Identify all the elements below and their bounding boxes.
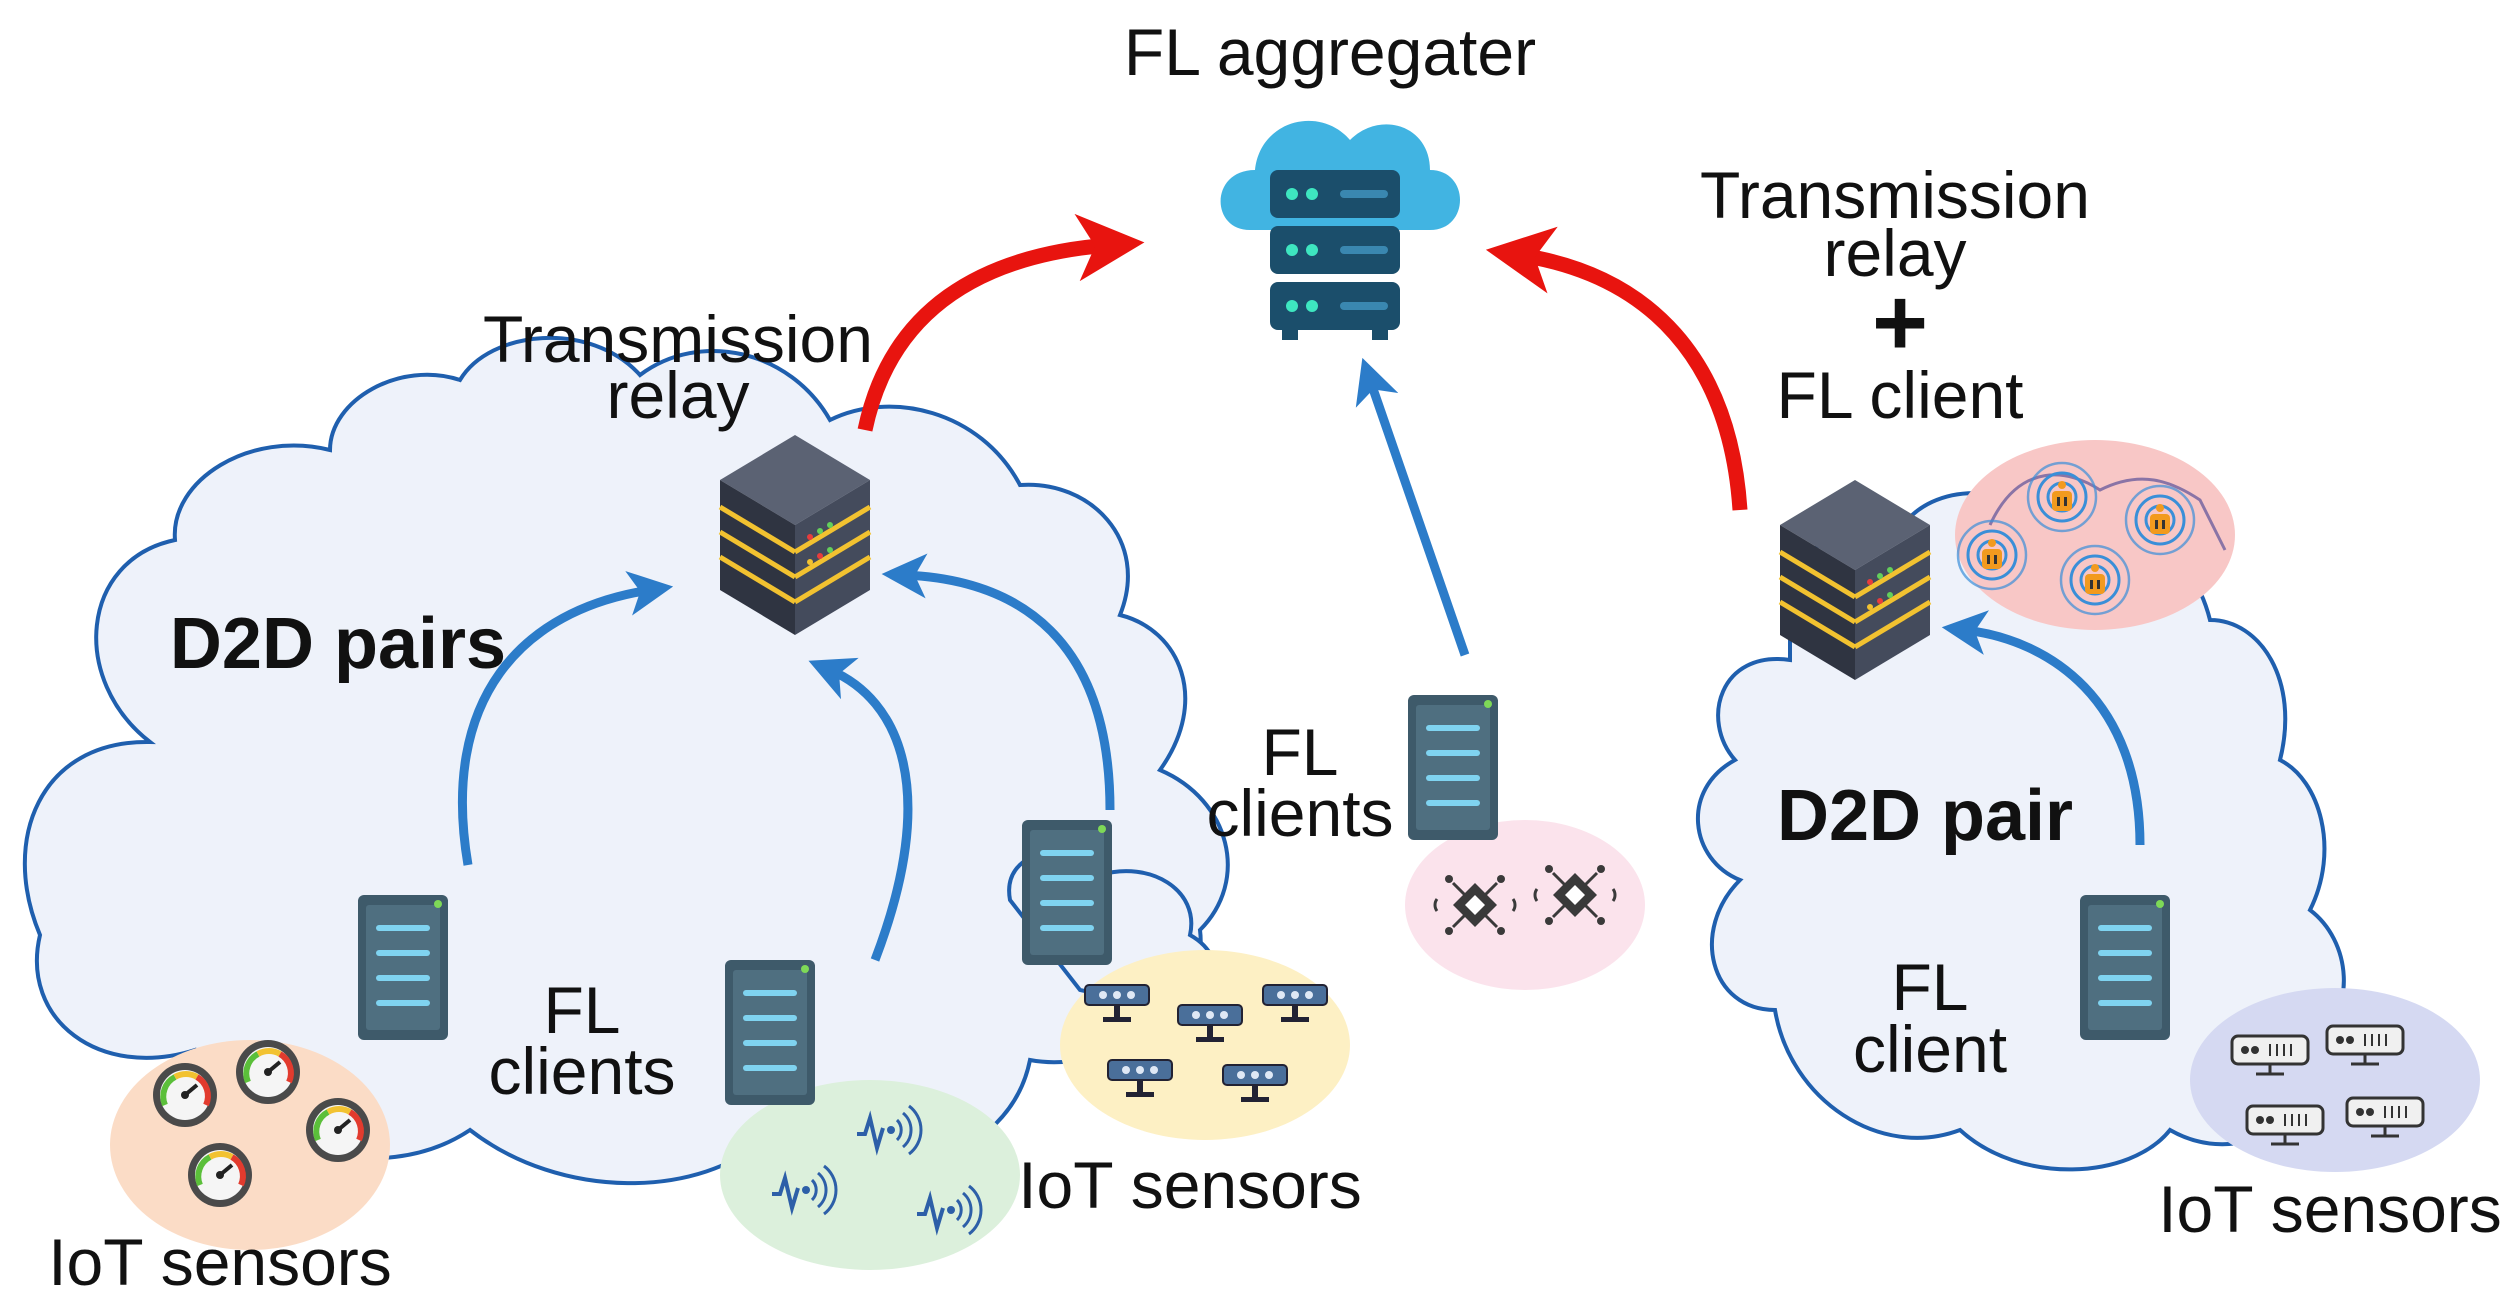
- tower-server-icon: [1022, 820, 1112, 965]
- tower-server-icon: [725, 960, 815, 1105]
- chip-sensors-bubble: [1405, 820, 1645, 990]
- beacon-sensor-icon: [2059, 544, 2131, 616]
- beacon-sensors-bubble: [1955, 440, 2235, 630]
- relay-label-right-line1: Transmission: [1700, 158, 2090, 232]
- plus-sign: +: [1872, 269, 1928, 376]
- d2d-link-arrow-middle: [808, 657, 913, 962]
- upload-arrow-center: [1355, 357, 1470, 657]
- iot-sensors-label-mid: IoT sensors: [1018, 1148, 1362, 1222]
- gauge-icon: [306, 1098, 370, 1162]
- wireless-sensors-bubble: [720, 1080, 1020, 1270]
- fl-clients-left-line1: FL: [543, 973, 620, 1047]
- beacon-link-line: [1988, 473, 2227, 551]
- fl-clients-mid-line2: clients: [1206, 776, 1393, 850]
- fl-client-right-line2: client: [1853, 1012, 2007, 1086]
- beacon-sensor-icon: [2124, 484, 2196, 556]
- tower-server-icon: [358, 895, 448, 1040]
- relay-label-left-line1: Transmission: [483, 302, 873, 376]
- gauge-icon: [153, 1063, 217, 1127]
- d2d-pairs-label: D2D pairs: [170, 604, 506, 684]
- d2d-pair-label: D2D pair: [1777, 776, 2073, 856]
- iot-sensors-label-right: IoT sensors: [2158, 1172, 2502, 1246]
- d2d-link-arrow-far-right: [1941, 610, 2145, 846]
- camera-sensors-bubble: [1060, 950, 1350, 1140]
- d2d-link-arrow-right: [881, 553, 1115, 811]
- tower-server-icon: [1408, 695, 1498, 840]
- beacon-sensor-icon: [1956, 519, 2028, 591]
- relay-upload-arrow-right: [1485, 226, 1748, 511]
- iot-sensors-label-left: IoT sensors: [48, 1225, 392, 1299]
- beacon-sensor-icon: [2026, 461, 2098, 533]
- fl-client-right-line1: FL: [1891, 950, 1968, 1024]
- fl-clients-mid-line1: FL: [1261, 715, 1338, 789]
- relay-label-right-line2: relay: [1823, 216, 1966, 290]
- cloud-server-icon: [1220, 120, 1460, 340]
- d2d-link-arrow-left: [457, 571, 674, 866]
- tower-server-icon: [2080, 895, 2170, 1040]
- aggregator-label: FL aggregater: [1124, 15, 1536, 89]
- fl-clients-left-line2: clients: [488, 1034, 675, 1108]
- relay-label-left-line2: relay: [606, 358, 749, 432]
- gauge-icon: [188, 1143, 252, 1207]
- fl-client-top-label: FL client: [1777, 358, 2024, 432]
- network-sensors-bubble: [2190, 988, 2480, 1172]
- relay-upload-arrow-left: [857, 213, 1145, 432]
- gauge-icon: [236, 1040, 300, 1104]
